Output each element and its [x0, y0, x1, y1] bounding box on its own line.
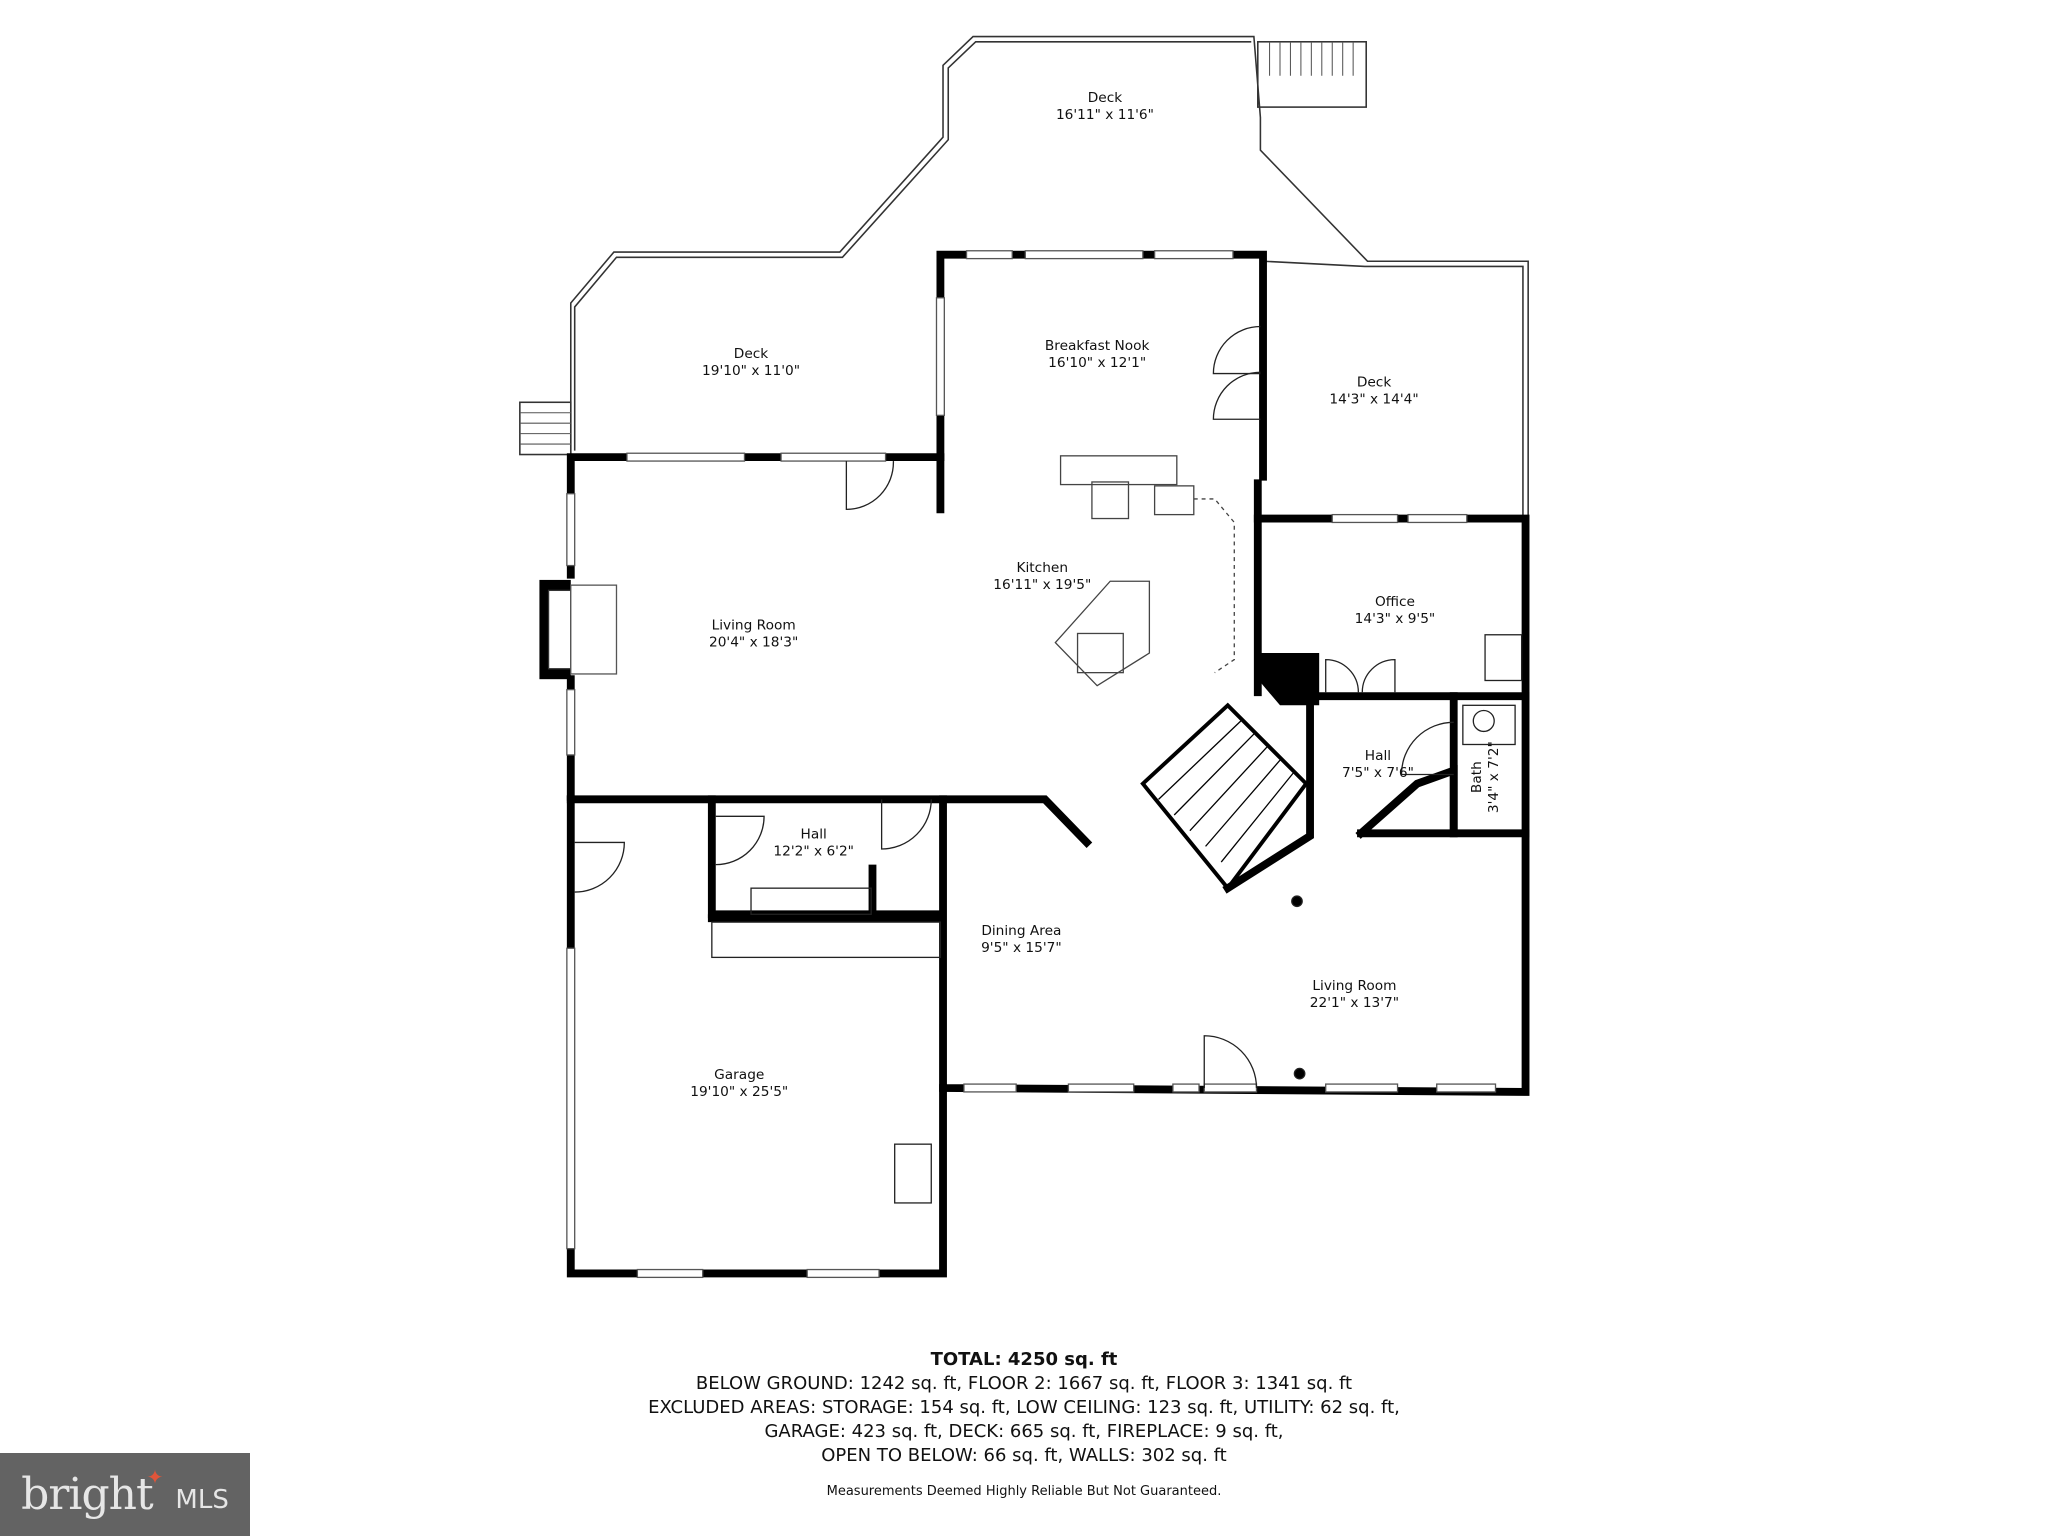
room-size: 14'3" x 9'5" [1355, 611, 1436, 627]
kitchen-fixtures [1054, 455, 1235, 687]
room-name: Dining Area [981, 923, 1061, 939]
room-name: Hall [801, 827, 827, 843]
room-size: 14'3" x 14'4" [1329, 392, 1418, 408]
room-size: 9'5" x 15'7" [981, 940, 1062, 956]
room-label-deck-right: Deck 14'3" x 14'4" [1329, 375, 1418, 408]
room-label-dining-area: Dining Area 9'5" x 15'7" [981, 923, 1062, 956]
room-size: 16'10" x 12'1" [1048, 355, 1146, 371]
room-name: Deck [1088, 90, 1123, 106]
logo-brand: bright [21, 1469, 153, 1520]
chimney [1257, 653, 1320, 706]
area-breakdown-line: BELOW GROUND: 1242 sq. ft, FLOOR 2: 1667… [695, 1373, 1353, 1394]
room-name: Living Room [1312, 978, 1396, 994]
room-name: Hall [1365, 748, 1391, 764]
area-breakdown-line: EXCLUDED AREAS: STORAGE: 154 sq. ft, LOW… [648, 1397, 1400, 1418]
room-name: Office [1375, 594, 1415, 610]
windows [566, 250, 1497, 1279]
room-label-hall-left: Hall 12'2" x 6'2" [773, 827, 854, 860]
fireplace [539, 579, 618, 680]
room-size: 19'10" x 25'5" [690, 1084, 788, 1100]
room-size: 12'2" x 6'2" [773, 844, 854, 860]
room-size: 22'1" x 13'7" [1310, 995, 1399, 1011]
room-label-kitchen: Kitchen 16'11" x 19'5" [993, 560, 1091, 593]
room-name: Bath [1469, 761, 1485, 793]
room-size: 16'11" x 11'6" [1056, 107, 1154, 123]
room-label-deck-top: Deck 16'11" x 11'6" [1056, 90, 1154, 123]
room-label-living-room-upper: Living Room 20'4" x 18'3" [709, 618, 798, 651]
room-size: 16'11" x 19'5" [993, 577, 1091, 593]
total-area: TOTAL: 4250 sq. ft [930, 1349, 1118, 1370]
room-label-office: Office 14'3" x 9'5" [1355, 594, 1436, 627]
room-label-bath: Bath 3'4" x 7'2" [1469, 741, 1502, 813]
room-name: Deck [734, 346, 769, 362]
room-name: Living Room [712, 618, 796, 634]
room-name: Kitchen [1017, 560, 1069, 576]
room-name: Garage [714, 1067, 764, 1083]
room-label-living-room-lower: Living Room 22'1" x 13'7" [1310, 978, 1399, 1011]
area-breakdown-line: GARAGE: 423 sq. ft, DECK: 665 sq. ft, FI… [764, 1421, 1284, 1442]
area-breakdown-line: OPEN TO BELOW: 66 sq. ft, WALLS: 302 sq.… [821, 1445, 1227, 1466]
staircase [1140, 702, 1309, 892]
room-label-deck-left: Deck 19'10" x 11'0" [702, 346, 800, 379]
logo-star-icon: ✦ [146, 1464, 164, 1489]
disclaimer: Measurements Deemed Highly Reliable But … [826, 1484, 1222, 1499]
room-name: Deck [1357, 375, 1392, 391]
room-name: Breakfast Nook [1045, 338, 1150, 354]
room-label-breakfast-nook: Breakfast Nook 16'10" x 12'1" [1045, 338, 1150, 371]
doors [574, 325, 1523, 1204]
logo-suffix: MLS [175, 1484, 229, 1515]
room-size: 7'5" x 7'6" [1342, 765, 1414, 781]
room-label-garage: Garage 19'10" x 25'5" [690, 1067, 788, 1100]
room-size: 19'10" x 11'0" [702, 363, 800, 379]
room-size: 3'4" x 7'2" [1486, 741, 1502, 813]
room-size: 20'4" x 18'3" [709, 635, 798, 651]
room-label-hall-right: Hall 7'5" x 7'6" [1342, 748, 1414, 781]
bright-mls-logo: bright ✦ MLS [0, 1453, 250, 1536]
deck-outlines [519, 35, 1529, 519]
